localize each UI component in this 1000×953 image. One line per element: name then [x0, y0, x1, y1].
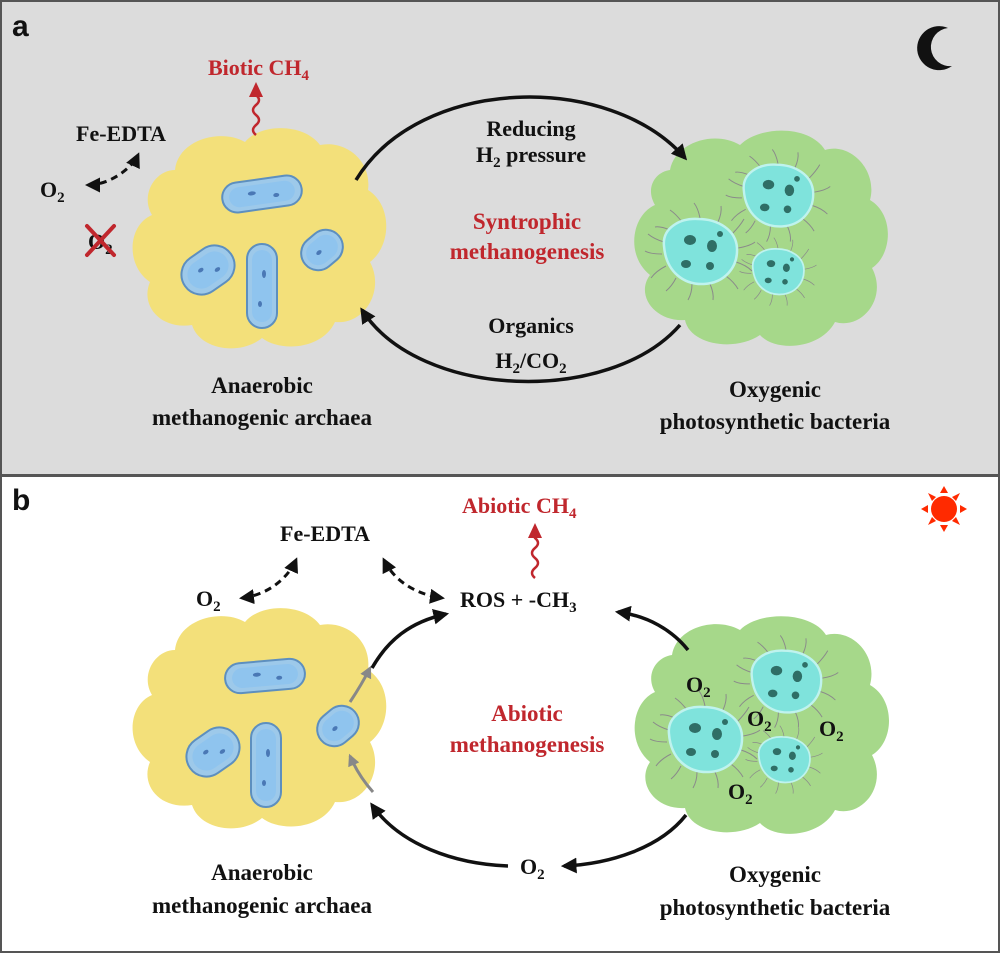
- fe-edta-label-b: Fe-EDTA: [280, 521, 370, 546]
- abiotic-ch4-arrowhead: [528, 523, 542, 538]
- biotic-ch4-arrowhead: [249, 82, 263, 97]
- bacteria-o2-label: O2: [728, 779, 753, 808]
- archaea-caption-line2-a: methanogenic archaea: [152, 405, 372, 430]
- bacteria-o2-label: O2: [747, 706, 772, 735]
- arrow-bacteria-to-archaea: [360, 307, 682, 384]
- biotic-ch4-wavy-arrow: [251, 94, 261, 136]
- methanogenesis-label-a: methanogenesis: [450, 239, 605, 264]
- panel-a-letter: a: [12, 10, 29, 43]
- fe-edta-o2-dashed-arrow-a: [85, 152, 140, 193]
- arrow-archaea-to-bacteria: [354, 95, 688, 181]
- bacteria-caption-line2-b: photosynthetic bacteria: [660, 895, 891, 920]
- bacteria-o2-label: O2: [686, 672, 711, 701]
- archaea-caption-line2-b: methanogenic archaea: [152, 893, 372, 918]
- arrow-bacteria-to-o2: [560, 813, 688, 874]
- fe-edta-label-a: Fe-EDTA: [76, 121, 166, 146]
- fe-edta-o2-dashed-arrow-b: [239, 557, 298, 605]
- bacteria-o2-label: O2: [819, 716, 844, 745]
- reducing-label: Reducing: [486, 116, 575, 141]
- arrow-bacteria-to-ros: [614, 605, 690, 652]
- red-x-icon: [85, 224, 116, 257]
- h2-co2-label: H2/CO2: [495, 348, 566, 377]
- bacteria-caption-line1-b: Oxygenic: [729, 862, 821, 887]
- bacteria-cluster-b: [634, 616, 889, 834]
- arrow-archaea-to-ros: [370, 609, 450, 669]
- panel-b: b: [0, 475, 1000, 953]
- crescent-moon-icon: [917, 26, 952, 71]
- biotic-ch4-label: Biotic CH4: [208, 55, 310, 84]
- panel-b-letter: b: [12, 484, 30, 517]
- h2-pressure-label: H2 pressure: [476, 142, 586, 171]
- o2-label-a: O2: [40, 177, 65, 206]
- arrow-o2-to-archaea: [370, 802, 509, 868]
- fe-edta-ros-dashed-arrow: [382, 557, 445, 604]
- sun-icon: [921, 486, 967, 532]
- bacteria-cluster: [634, 130, 888, 346]
- abiotic-label: Abiotic: [491, 701, 563, 726]
- abiotic-ch4-label: Abiotic CH4: [462, 493, 577, 522]
- o2-bottom-label: O2: [520, 854, 545, 883]
- archaea-caption-line1-a: Anaerobic: [211, 373, 313, 398]
- grey-arrow-out: [348, 665, 372, 703]
- methanogenesis-label-b: methanogenesis: [450, 732, 605, 757]
- archaea-cells: [180, 174, 344, 329]
- abiotic-ch4-wavy-arrow: [530, 536, 540, 579]
- archaea-caption-line1-b: Anaerobic: [211, 860, 313, 885]
- ros-ch3-label: ROS + -CH3: [460, 587, 577, 616]
- grey-arrow-in: [348, 753, 375, 794]
- bacteria-caption-line2-a: photosynthetic bacteria: [660, 409, 891, 434]
- panel-a: a: [0, 0, 1000, 476]
- bacteria-caption-line1-a: Oxygenic: [729, 377, 821, 402]
- archaea-cells-b: [185, 657, 360, 808]
- o2-left-label-b: O2: [196, 586, 221, 615]
- organics-label: Organics: [488, 313, 574, 338]
- syntrophic-label: Syntrophic: [473, 209, 581, 234]
